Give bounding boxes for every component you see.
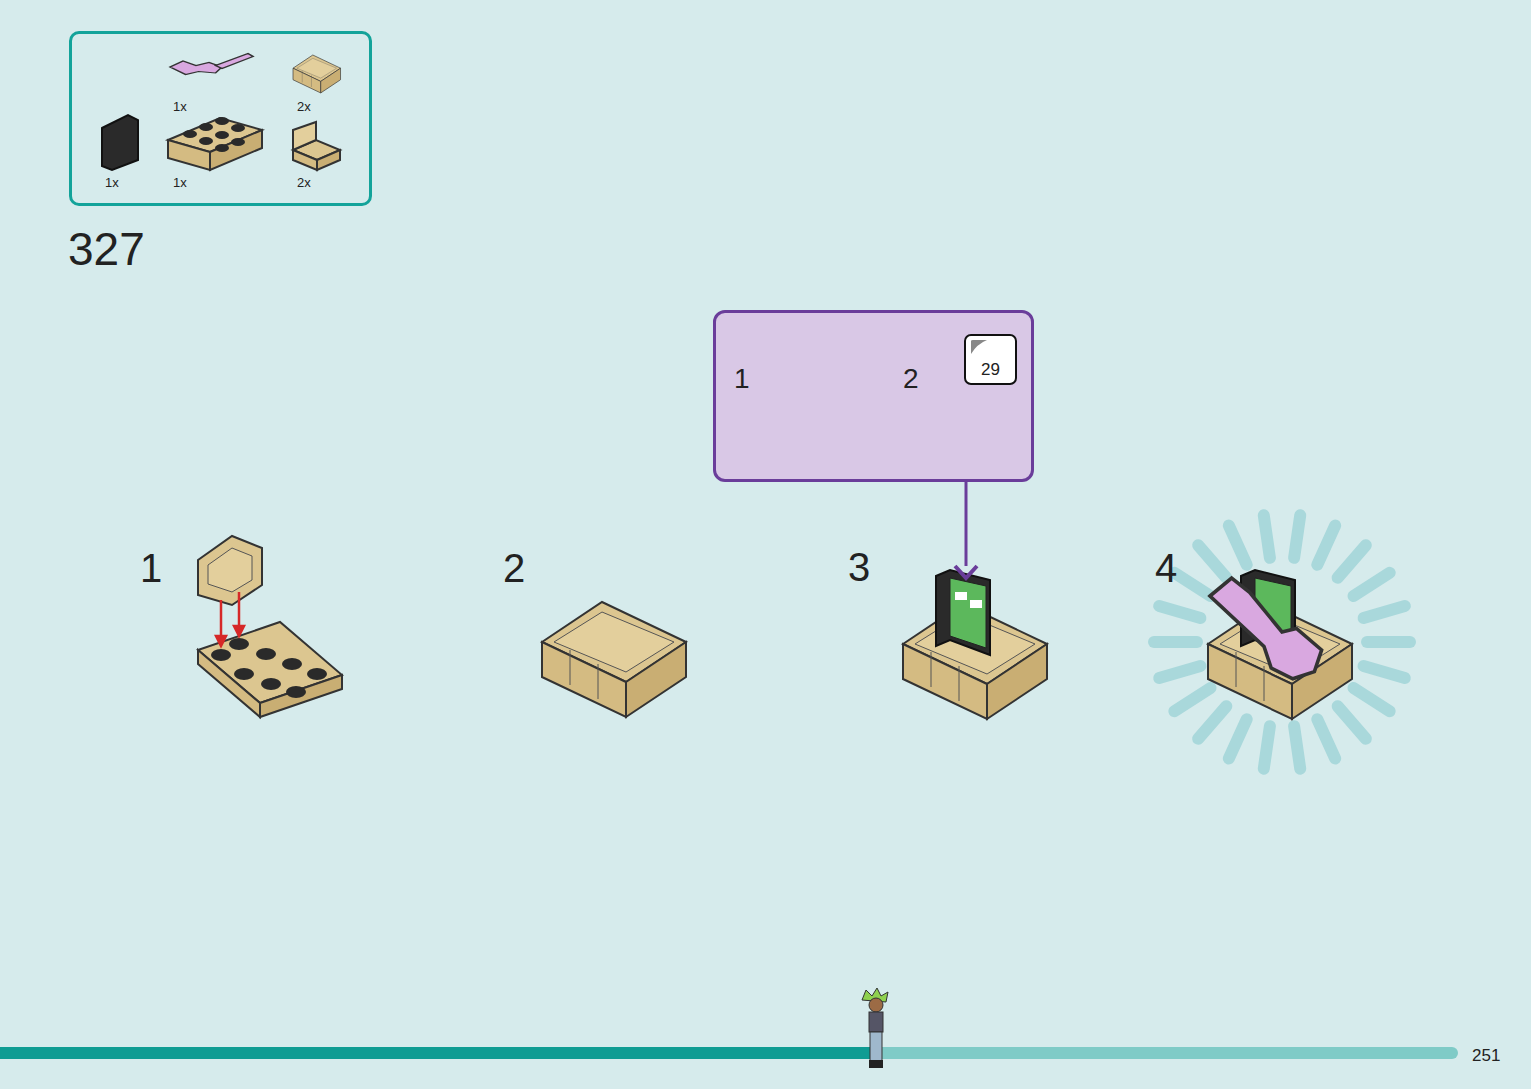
sticker-icon — [969, 338, 991, 356]
step-illustration: 3 — [895, 578, 1055, 718]
callout-arrow — [955, 482, 977, 578]
quantity-label: 2x — [297, 100, 311, 113]
quantity-label: 1x — [173, 100, 187, 113]
quantity-label: 2x — [297, 176, 311, 189]
parts-list-box: 1x 2x 1x 1x 2x — [69, 31, 372, 206]
page-number: 251 — [1472, 1047, 1500, 1064]
substep-number: 4 — [1155, 548, 1177, 588]
step-number: 2 — [903, 365, 919, 393]
sub-assembly-callout: 1 2 29 — [713, 310, 1034, 482]
sticker-number-box: 29 — [964, 334, 1017, 385]
quantity-label: 1x — [105, 176, 119, 189]
step-number: 327 — [68, 226, 145, 272]
step-number: 3 — [848, 547, 870, 587]
sticker-number: 29 — [981, 361, 1000, 378]
quantity-label: 1x — [173, 176, 187, 189]
substep-number: 1 — [140, 548, 162, 588]
step-number: 1 — [734, 365, 750, 393]
substep-number: 2 — [503, 548, 525, 588]
